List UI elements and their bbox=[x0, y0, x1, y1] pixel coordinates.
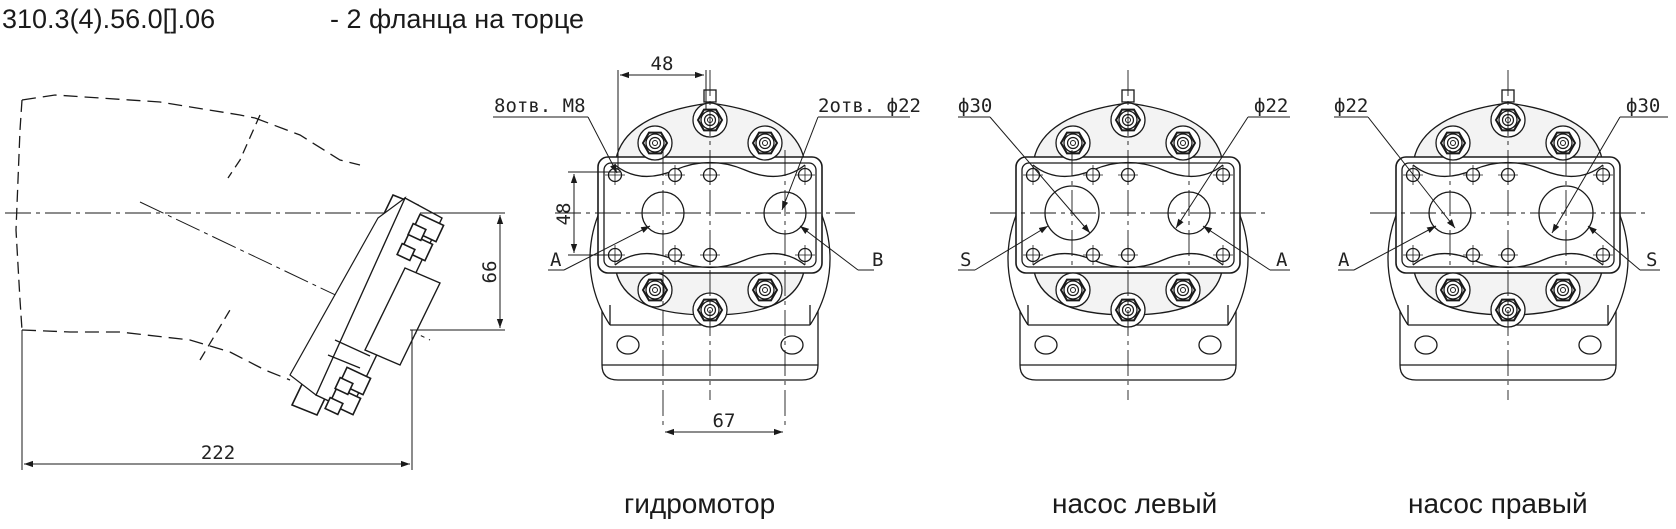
dim-left-48: 48 bbox=[553, 203, 575, 226]
dim-length-222: 222 bbox=[201, 442, 235, 464]
pump-right-port-a: А bbox=[1338, 249, 1350, 271]
pump-right-port-s: S bbox=[1646, 249, 1657, 271]
dim-height-66: 66 bbox=[479, 261, 501, 284]
side-view: 66 222 bbox=[5, 94, 505, 470]
holes-m8-label: 8отв. М8 bbox=[494, 95, 586, 117]
caption-pump-right: насос правый bbox=[1408, 488, 1588, 519]
pump-left-port-s: S bbox=[960, 249, 971, 271]
port-a-label: А bbox=[550, 249, 562, 271]
motor-front-view: 48 48 67 8отв. М8 2отв. ф22 А В bbox=[493, 53, 921, 436]
model-code: 310.3(4).56.0[].06 bbox=[2, 4, 216, 34]
pump-left-port-a: А bbox=[1276, 249, 1288, 271]
pump-left-dia-22: ф22 bbox=[1254, 95, 1288, 117]
pump-right-dia-22: ф22 bbox=[1334, 95, 1368, 117]
caption-motor: гидромотор bbox=[624, 488, 776, 519]
dim-top-48: 48 bbox=[651, 53, 674, 75]
model-note: - 2 фланца на торце bbox=[330, 4, 584, 34]
dim-bottom-67: 67 bbox=[713, 410, 736, 432]
caption-pump-left: насос левый bbox=[1052, 488, 1218, 519]
pump-left-front-view: ф30 ф22 S А bbox=[958, 70, 1290, 400]
pump-left-dia-30: ф30 bbox=[958, 95, 992, 117]
port-b-label: В bbox=[872, 249, 883, 271]
holes-d22-label: 2отв. ф22 bbox=[818, 95, 921, 117]
pump-right-front-view: ф22 ф30 А S bbox=[1334, 70, 1668, 400]
pump-right-dia-30: ф30 bbox=[1626, 95, 1660, 117]
